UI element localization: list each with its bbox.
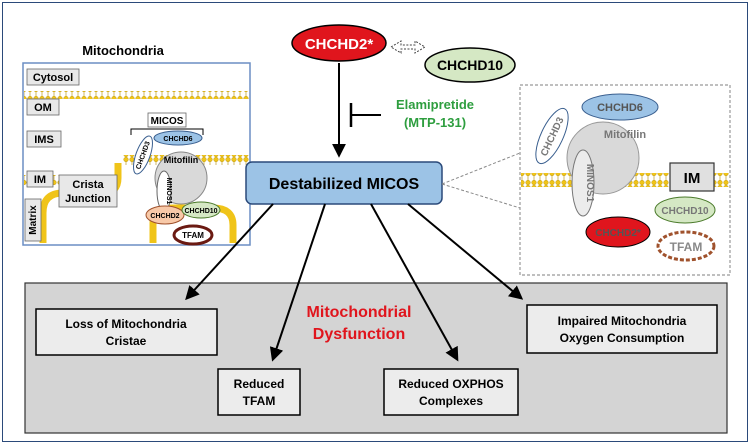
outcome-oxygen-line1: Impaired Mitochondria — [558, 314, 687, 328]
tfam-shape-right — [656, 230, 716, 262]
chchd10-shape-right — [654, 196, 716, 224]
tfam-shape-left — [172, 224, 214, 246]
minos1-label-left: MINOS1 — [165, 178, 172, 205]
chchd10-label-right: CHCHD10 — [661, 206, 709, 217]
dysfunction-line1: Mitochondrial — [307, 304, 412, 321]
chchd2-shape-left — [145, 205, 185, 225]
chchd10-oval — [424, 47, 516, 83]
arrow-to-oxphos — [370, 203, 459, 362]
crista-label-line1: Crista — [72, 179, 104, 191]
outcome-oxygen-line2: Oxygen Consumption — [560, 331, 685, 345]
destabilized-micos-label: Destabilized MICOS — [269, 176, 420, 193]
outcome-tfam-line2: TFAM — [243, 394, 276, 408]
tfam-label-right: TFAM — [670, 240, 703, 254]
im-box — [669, 162, 715, 192]
outcome-tfam-line1: Reduced — [234, 377, 285, 391]
micos-label-box — [147, 112, 187, 128]
compartment-labels: Cytosol OM IMS IM Matrix — [24, 68, 80, 242]
chchd3-shape-left — [133, 135, 153, 175]
left-mitochondria-panel: Mitochondria Cytosol OM IMS IM Matrix Cr… — [22, 43, 251, 246]
minos1-shape-right — [571, 149, 595, 217]
label-om: OM — [34, 102, 52, 114]
outcome-cristae-line2: Cristae — [106, 334, 147, 348]
outcome-cristae-line1: Loss of Mitochondria — [65, 317, 187, 331]
outcome-cristae: Loss of Mitochondria Cristae — [35, 308, 218, 356]
tfam-label-left: TFAM — [182, 231, 204, 240]
left-panel-title: Mitochondria — [82, 43, 164, 58]
outcome-oxphos: Reduced OXPHOS Complexes — [383, 368, 519, 416]
arrow-to-cristae — [185, 203, 274, 301]
label-im: IM — [34, 174, 46, 186]
arrow-to-tfam — [269, 203, 326, 362]
chchd6-shape-left — [153, 130, 203, 146]
label-cytosol: Cytosol — [33, 72, 73, 84]
diagram-canvas: Mitochondria Cytosol OM IMS IM Matrix Cr… — [22, 24, 731, 434]
interaction-double-arrow — [390, 40, 426, 54]
crista-label-line2: Junction — [65, 193, 111, 205]
im-label: IM — [684, 170, 701, 187]
chchd2-star-shape-right — [585, 216, 651, 248]
chchd10-shape-left — [181, 201, 221, 219]
drug-code: (MTP-131) — [404, 115, 466, 130]
arrow-to-oxygen — [407, 203, 524, 300]
mitofilin-label-right: Mitofilin — [604, 129, 646, 141]
micos-label: MICOS — [151, 116, 184, 127]
dysfunction-line2: Dysfunction — [313, 326, 405, 343]
chchd2-star-label: CHCHD2* — [305, 36, 374, 53]
outcome-tfam: Reduced TFAM — [217, 368, 301, 416]
drug-name: Elamipretide — [396, 97, 474, 112]
chchd2-star-label-right: CHCHD2* — [595, 228, 641, 239]
chchd6-label-left: CHCHD6 — [163, 136, 192, 143]
label-ims: IMS — [34, 134, 54, 146]
label-matrix: Matrix — [28, 205, 39, 235]
zoom-line-top — [441, 152, 521, 185]
top-section: CHCHD2* CHCHD10 Elamipretide (MTP-131) — [291, 24, 516, 158]
outcome-oxygen: Impaired Mitochondria Oxygen Consumption — [526, 304, 718, 354]
chchd10-label: CHCHD10 — [437, 57, 503, 73]
minos1-label-right: MINOS1 — [584, 164, 595, 203]
chchd3-shape-right — [535, 107, 569, 165]
chchd2-star-oval — [291, 24, 387, 62]
outer-membrane — [24, 91, 249, 99]
chchd6-label-right: CHCHD6 — [597, 102, 643, 114]
right-zoom-panel: Mitofilin CHCHD6 CHCHD3 MINOS1 IM CHCHD1… — [519, 84, 731, 276]
outcome-oxphos-line1: Reduced OXPHOS — [398, 377, 503, 391]
outcome-oxphos-line2: Complexes — [419, 394, 483, 408]
chchd10-label-left: CHCHD10 — [184, 208, 217, 215]
destabilized-micos-box — [245, 161, 443, 205]
crista-junction-box — [58, 174, 118, 208]
micos-bracket — [130, 128, 204, 135]
chchd6-shape-right — [581, 93, 659, 121]
zoom-line-bottom — [441, 183, 521, 209]
chchd2-label-left: CHCHD2 — [150, 213, 179, 220]
mitofilin-label-left: Mitofilin — [164, 155, 199, 165]
